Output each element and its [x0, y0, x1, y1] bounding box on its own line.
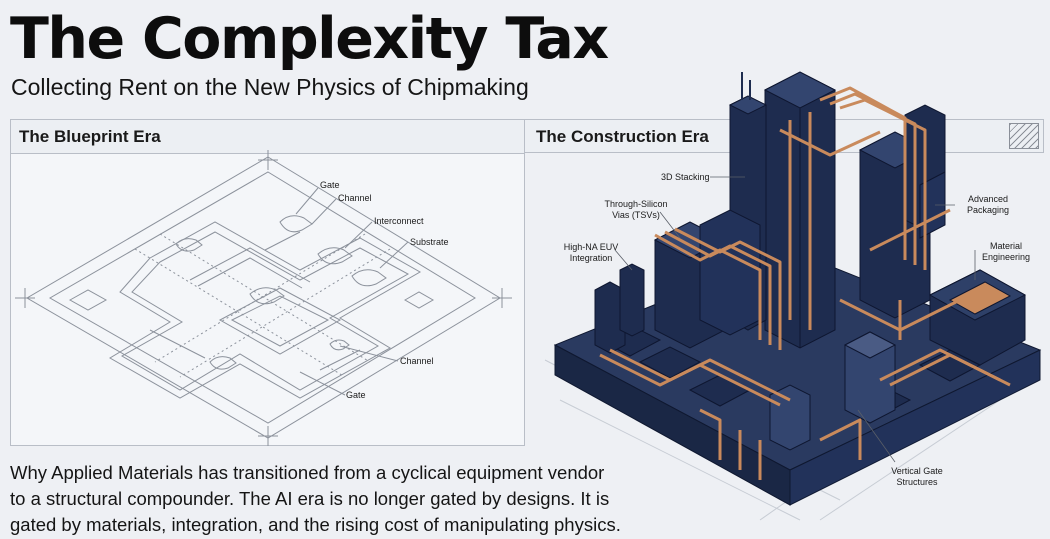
label-euv-line2: Integration	[569, 253, 613, 263]
summary-line-3: gated by materials, integration, and the…	[10, 514, 621, 535]
label-vgate-line2: Structures	[896, 477, 938, 487]
label-substrate: Substrate	[410, 237, 449, 247]
wafer-outline-inner	[48, 171, 476, 424]
label-advanced-packaging: Advanced Packaging	[958, 194, 1018, 216]
label-material-engineering: Material Engineering	[975, 241, 1037, 263]
label-gate-top: Gate	[320, 180, 340, 190]
summary-line-2: to a structural compounder. The AI era i…	[10, 488, 610, 509]
copper-traces	[599, 86, 1011, 480]
construction-era-title: The Construction Era	[536, 127, 709, 146]
label-packaging-line2: Packaging	[966, 205, 1010, 215]
construction-leaders	[614, 176, 976, 463]
label-high-na-euv: High-NA EUV Integration	[558, 242, 624, 264]
label-material-line2: Engineering	[981, 252, 1031, 262]
blueprint-era-panel: The Blueprint Era	[10, 119, 525, 446]
label-vertical-gate: Vertical Gate Structures	[884, 466, 950, 488]
label-euv-line1: High-NA EUV	[563, 242, 619, 252]
label-gate-bottom: Gate	[346, 390, 366, 400]
page-subtitle: Collecting Rent on the New Physics of Ch…	[11, 74, 529, 100]
towers	[594, 71, 1027, 451]
label-material-line1: Material	[989, 241, 1022, 251]
label-tsv: Through-Silicon Vias (TSVs)	[598, 199, 674, 221]
summary-text: Why Applied Materials has transitioned f…	[10, 460, 650, 538]
label-vgate-line1: Vertical Gate	[891, 466, 943, 476]
label-interconnect: Interconnect	[374, 216, 424, 226]
blueprint-era-title: The Blueprint Era	[19, 127, 161, 146]
label-3d-stacking: 3D Stacking	[661, 172, 710, 182]
page-title: The Complexity Tax	[10, 6, 609, 72]
summary-line-1: Why Applied Materials has transitioned f…	[10, 462, 605, 483]
label-tsv-line2: Vias (TSVs)	[612, 210, 660, 220]
label-packaging-line1: Advanced	[967, 194, 1009, 204]
label-channel-top: Channel	[338, 193, 372, 203]
hatched-box	[1009, 123, 1039, 149]
chip-base-right	[789, 349, 1041, 506]
label-tsv-line1: Through-Silicon	[604, 199, 668, 209]
label-channel-bottom: Channel	[400, 356, 434, 366]
